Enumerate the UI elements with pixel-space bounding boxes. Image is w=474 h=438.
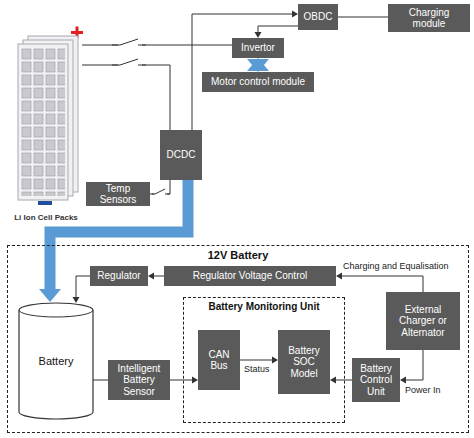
arrowhead [247, 59, 269, 72]
connector-line [240, 360, 273, 361]
process-box: OBDC [298, 4, 338, 30]
box-label: Invertor [241, 42, 275, 54]
process-box: Intelligent Battery Sensor [108, 360, 170, 400]
connector [93, 380, 108, 381]
connector [170, 377, 198, 384]
edge-label: Status [243, 364, 271, 374]
connector [192, 11, 298, 131]
arrowhead [39, 289, 61, 302]
group-title: 12V Battery [8, 249, 468, 261]
box-label: Motor control module [211, 76, 305, 88]
power-flow-arrow [247, 58, 269, 72]
process-box: External Charger or Alternator [386, 292, 460, 350]
connector-line [258, 26, 298, 33]
process-box: Motor control module [202, 72, 314, 92]
box-label: Temp Sensors [89, 183, 147, 206]
switch-symbol [152, 189, 170, 199]
edge-label: Charging and Equalisation [342, 261, 450, 271]
minus-terminal [38, 201, 52, 205]
group-title: Battery Monitoring Unit [184, 301, 344, 312]
edge-label: Power In [404, 385, 442, 395]
connector-line [82, 65, 170, 130]
process-box: Regulator [90, 266, 148, 286]
process-box: Temp Sensors [86, 182, 150, 206]
connector-line [405, 350, 423, 380]
arrowhead [330, 377, 336, 384]
connector-line [93, 380, 108, 381]
connector-line [338, 17, 388, 18]
process-box: Charging module [388, 4, 470, 32]
connector [338, 17, 388, 18]
connector [330, 377, 352, 384]
connector [82, 65, 170, 130]
box-label: DCDC [167, 149, 196, 161]
connector-line [76, 276, 90, 298]
connector [255, 26, 299, 38]
group-box: 12V BatteryRegulator Regulator Voltage Co… [8, 246, 468, 432]
group-box: Battery Monitoring UnitCAN Bus Battery SO… [184, 298, 344, 422]
switch-symbol [112, 59, 146, 70]
cell-pack-illustration [10, 34, 82, 222]
arrowhead [336, 273, 342, 280]
connector [400, 350, 423, 384]
connector-line [335, 380, 352, 381]
process-box: DCDC [160, 130, 202, 180]
box-label: Battery SOC Model [281, 345, 327, 380]
cell-pack: Li Ion Cell Packs [10, 34, 82, 222]
process-box: Regulator Voltage Control [164, 266, 336, 286]
process-box: Invertor [232, 38, 284, 58]
cell-pack-layer [18, 44, 68, 200]
connector-line [341, 276, 423, 292]
arrowhead [73, 297, 80, 303]
arrowhead [148, 273, 154, 280]
box-label: Charging module [391, 7, 467, 30]
connector-line [153, 276, 164, 277]
connector [240, 357, 278, 364]
connector [73, 276, 91, 303]
switch-symbol [112, 39, 146, 50]
box-label: OBDC [304, 11, 333, 23]
connector [336, 273, 423, 293]
connector [148, 273, 164, 280]
battery-label: Battery [39, 355, 74, 367]
process-box: Battery Control Unit [352, 358, 400, 402]
arrowhead [400, 377, 406, 384]
connector-line [82, 45, 232, 46]
box-label: External Charger or Alternator [389, 304, 457, 339]
process-box: Battery SOC Model [278, 330, 330, 394]
connector-line [170, 380, 193, 381]
box-label: CAN Bus [201, 349, 237, 372]
cell-grid [21, 48, 65, 196]
box-label: Battery Control Unit [355, 363, 397, 398]
box-label: Regulator [97, 270, 140, 282]
connector [82, 45, 232, 46]
arrowhead [247, 58, 269, 71]
battery-cylinder: Battery [18, 302, 94, 420]
pack-label: Li Ion Cell Packs [14, 213, 78, 222]
box-label: Intelligent Battery Sensor [111, 363, 167, 398]
box-label: Regulator Voltage Control [193, 270, 308, 282]
process-box: CAN Bus [198, 330, 240, 390]
